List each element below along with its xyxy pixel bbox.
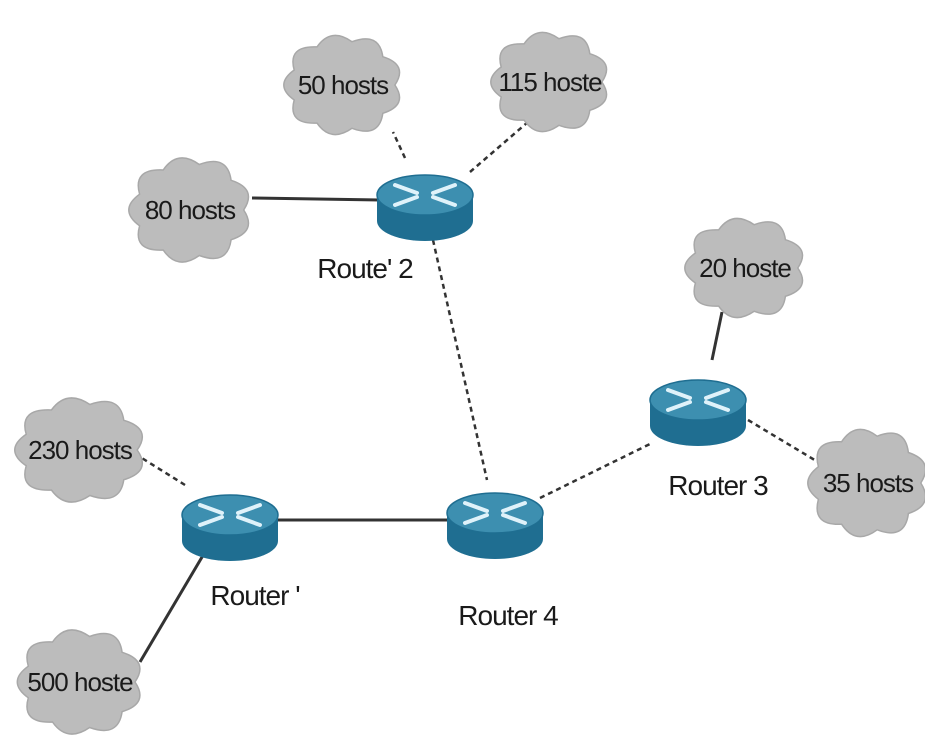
routers-layer: Route' 2 Router ' Router 4 Router 3 <box>181 174 769 631</box>
cloud-shape <box>283 34 401 136</box>
cloud-label: 20 hoste <box>699 253 791 283</box>
link-r4-r3 <box>539 441 653 500</box>
router-icon <box>446 492 544 559</box>
cloud-label: 230 hosts <box>28 435 133 465</box>
cloud-c80: 80 hosts <box>128 157 250 263</box>
link-r2-r4 <box>431 239 489 481</box>
router-label: Router 3 <box>668 470 768 501</box>
link-r1-c500 <box>138 551 207 663</box>
cloud-shape <box>14 397 144 503</box>
link-r2-c80 <box>251 196 381 202</box>
cloud-shape <box>684 217 804 319</box>
link-r3-c35 <box>747 418 819 464</box>
router-icon <box>181 494 279 561</box>
router-r4: Router 4 <box>446 492 559 631</box>
cloud-c230: 230 hosts <box>14 397 144 503</box>
cloud-label: 500 hoste <box>27 667 133 697</box>
cloud-shape <box>16 629 141 735</box>
cloud-shape <box>128 157 250 263</box>
router-r3: Router 3 <box>649 379 769 501</box>
router-icon <box>649 379 747 446</box>
link-r2-c50 <box>391 131 407 159</box>
cloud-shape <box>807 428 925 538</box>
router-icon <box>376 174 474 241</box>
router-label: Router ' <box>210 580 299 611</box>
cloud-c35: 35 hosts <box>807 428 925 538</box>
link-r2-c115 <box>469 121 529 173</box>
cloud-c50: 50 hosts <box>283 34 401 136</box>
cloud-c500: 500 hoste <box>16 629 141 735</box>
cloud-label: 50 hosts <box>298 70 389 100</box>
link-r3-c20 <box>710 311 724 361</box>
cloud-c115: 115 hoste <box>490 31 608 133</box>
cloud-c20: 20 hoste <box>684 217 804 319</box>
router-label: Route' 2 <box>317 253 413 284</box>
clouds-layer: 50 hosts 115 hoste 80 hosts 20 hoste 230 hos… <box>14 31 925 735</box>
links-layer <box>136 121 819 663</box>
cloud-shape <box>490 31 608 133</box>
cloud-label: 115 hoste <box>498 67 602 97</box>
router-r1: Router ' <box>181 494 301 611</box>
cloud-label: 80 hosts <box>145 195 236 225</box>
link-r1-c230 <box>136 453 186 487</box>
router-label: Router 4 <box>458 600 558 631</box>
cloud-label: 35 hosts <box>823 468 914 498</box>
router-r2: Route' 2 <box>317 174 474 284</box>
